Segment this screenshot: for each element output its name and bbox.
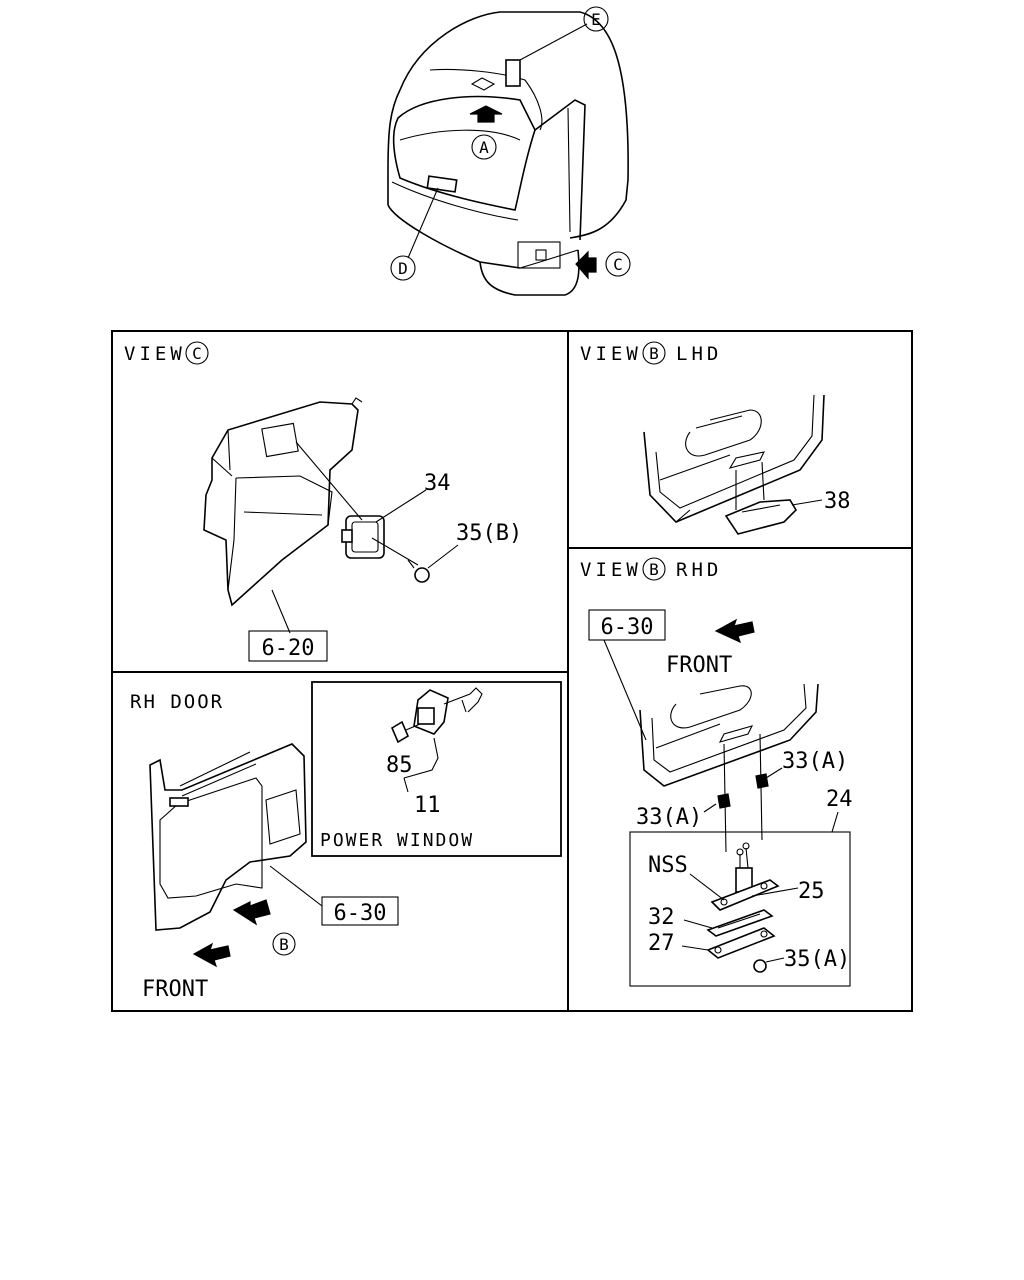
rh-door-panel: RH DOOR 6-30 B FRONT <box>130 691 399 1002</box>
marker-d: D <box>398 259 408 278</box>
part-35a-label: 35(A) <box>784 947 850 972</box>
view-b-rhd-suffix: RHD <box>676 559 722 581</box>
view-b-rhd-title: VIEW <box>580 559 642 581</box>
view-b-rhd-marker: B <box>649 560 659 579</box>
view-c-title: VIEW <box>124 343 186 365</box>
view-b-lhd-marker: B <box>649 344 659 363</box>
cab-overview: A E C D <box>387 6 631 296</box>
part-33a-2-label: 33(A) <box>636 805 702 830</box>
power-window-caption: POWER WINDOW <box>320 830 474 851</box>
part-85-label: 85 <box>386 753 413 778</box>
part-34-label: 34 <box>424 471 451 496</box>
marker-a: A <box>479 138 489 157</box>
part-24-label: 24 <box>826 787 853 812</box>
ref-6-20: 6-20 <box>262 636 315 661</box>
part-33a-1-label: 33(A) <box>782 749 848 774</box>
panel-frame <box>111 330 913 1012</box>
rh-door-title: RH DOOR <box>130 691 224 713</box>
front-label-rhd: FRONT <box>666 653 732 678</box>
nss-label: NSS <box>648 853 688 878</box>
part-25-label: 25 <box>798 879 825 904</box>
front-label-door: FRONT <box>142 977 208 1002</box>
rh-door-marker: B <box>279 935 289 954</box>
part-11-label: 11 <box>414 793 441 818</box>
marker-c: C <box>613 255 623 274</box>
view-b-lhd-suffix: LHD <box>676 343 722 365</box>
part-27-label: 27 <box>648 931 675 956</box>
ref-6-30-door: 6-30 <box>334 901 387 926</box>
part-32-label: 32 <box>648 905 675 930</box>
part-38-label: 38 <box>824 489 851 514</box>
view-b-lhd-panel: VIEW B LHD 38 <box>580 341 851 535</box>
view-c-marker: C <box>192 344 202 363</box>
part-35b-label: 35(B) <box>456 521 522 546</box>
view-b-lhd-title: VIEW <box>580 343 642 365</box>
view-c-panel: VIEW C 34 35(B) 6-20 <box>124 341 522 662</box>
view-b-rhd-panel: VIEW B RHD 6-30 FRONT 33(A) 33(A) 24 <box>580 557 853 987</box>
ref-6-30-rhd: 6-30 <box>601 615 654 640</box>
power-window-inset: 85 11 POWER WINDOW <box>311 681 562 857</box>
marker-e: E <box>591 10 601 29</box>
